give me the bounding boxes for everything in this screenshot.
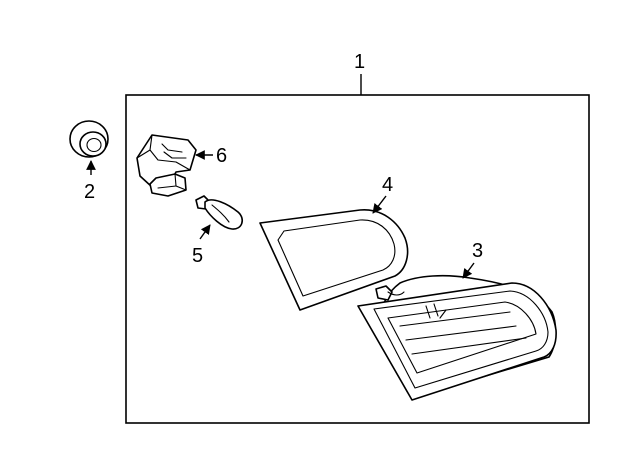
- part-5-bulb[interactable]: [195, 195, 244, 230]
- part-3-lamp-assembly[interactable]: [357, 274, 557, 401]
- callout-5-leader: [199, 224, 211, 240]
- callout-5[interactable]: 5: [192, 224, 211, 267]
- callout-3-leader: [462, 262, 475, 279]
- assembly-frame: [125, 94, 590, 424]
- callout-1-label: 1: [354, 51, 365, 73]
- callout-1[interactable]: 1: [354, 51, 365, 95]
- part-6-socket[interactable]: [136, 134, 197, 197]
- callout-2[interactable]: 2: [84, 160, 96, 203]
- callout-6-label: 6: [216, 145, 227, 167]
- callout-2-label: 2: [84, 181, 95, 203]
- callout-4-leader: [372, 195, 387, 214]
- callout-3[interactable]: 3: [462, 240, 483, 279]
- callout-4-label: 4: [382, 174, 393, 196]
- part-2-grommet[interactable]: [69, 120, 109, 158]
- callout-6[interactable]: 6: [195, 145, 227, 167]
- callout-5-label: 5: [192, 245, 203, 267]
- callout-4[interactable]: 4: [372, 174, 393, 214]
- callout-3-label: 3: [472, 240, 483, 262]
